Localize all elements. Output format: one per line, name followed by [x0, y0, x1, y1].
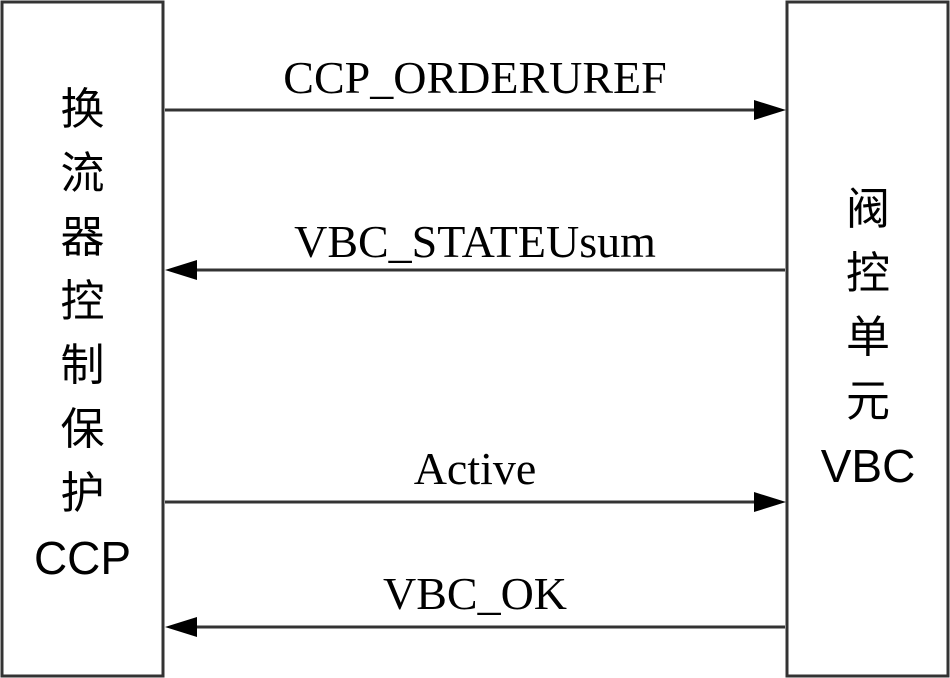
- vbc-label-char: 控: [846, 248, 890, 299]
- arrow-ccp-orderuref-head: [754, 100, 786, 120]
- vbc-label-char: 阀: [846, 184, 890, 235]
- message-label-vbc-ok: VBC_OK: [382, 568, 568, 619]
- message-label-active: Active: [413, 443, 537, 494]
- vbc-box-label: 阀 控 单 元 VBC: [786, 178, 950, 498]
- vbc-box: [785, 0, 950, 678]
- ccp-label-char: 流: [60, 148, 105, 199]
- message-label-vbc-stateusum: VBC_STATEUsum: [294, 216, 656, 267]
- ccp-label-char: 制: [60, 340, 105, 391]
- arrow-vbc-ok-head: [165, 617, 197, 637]
- message-label-ccp-orderuref: CCP_ORDERUREF: [283, 52, 667, 103]
- ccp-label-char: 护: [60, 468, 105, 519]
- ccp-box: [0, 0, 165, 678]
- ccp-label-abbrev: CCP: [33, 532, 132, 584]
- arrow-vbc-stateusum-head: [165, 260, 197, 280]
- ccp-label-char: 换: [60, 84, 105, 135]
- ccp-label-char: 器: [60, 212, 105, 263]
- vbc-label-abbrev: VBC: [820, 440, 916, 492]
- ccp-box-label: 换 流 器 控 制 保 护 CCP: [0, 78, 165, 590]
- ccp-label-char: 控: [60, 276, 105, 327]
- vbc-label-char: 单: [846, 312, 890, 363]
- vbc-label-char: 元: [846, 376, 890, 427]
- arrow-active-head: [754, 492, 786, 512]
- ccp-label-char: 保: [60, 404, 105, 455]
